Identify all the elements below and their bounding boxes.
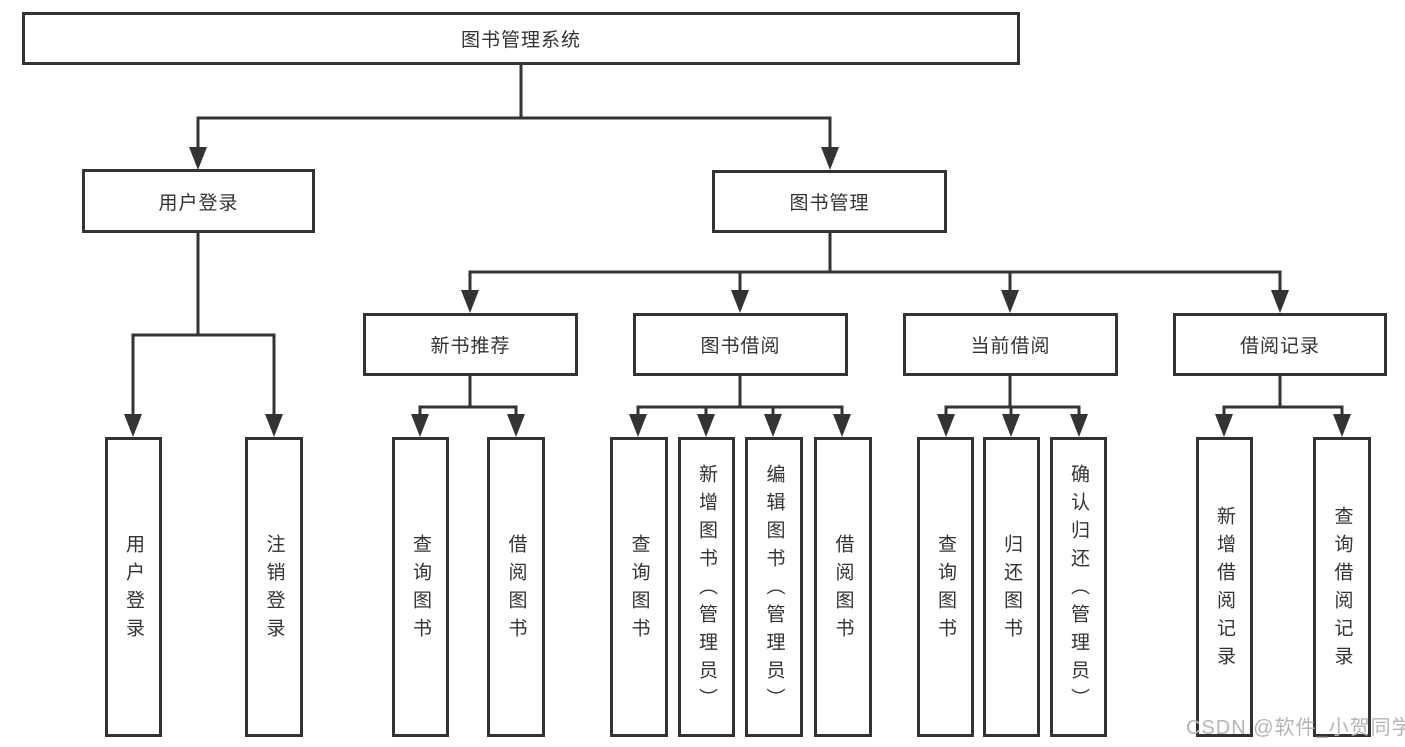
leaf-edit-book-admin: 编辑图书（管理员） bbox=[745, 437, 803, 737]
csdn-watermark: CSDN @软件_小贺同学 bbox=[1186, 717, 1405, 739]
leaf-logout: 注销登录 bbox=[245, 437, 303, 737]
leaf-confirm-return-admin: 确认归还（管理员） bbox=[1050, 437, 1107, 737]
leaf-query-book-current: 查询图书 bbox=[917, 437, 974, 737]
node-user-login: 用户登录 bbox=[82, 169, 315, 233]
leaf-add-book-admin: 新增图书（管理员） bbox=[678, 437, 735, 737]
node-library-management-system: 图书管理系统 bbox=[22, 12, 1020, 65]
node-current-borrow: 当前借阅 bbox=[903, 313, 1118, 376]
leaf-query-book-recommend: 查询图书 bbox=[392, 437, 449, 737]
leaf-add-borrow-record: 新增借阅记录 bbox=[1196, 437, 1253, 737]
node-book-borrow: 图书借阅 bbox=[633, 313, 848, 376]
leaf-user-login: 用户登录 bbox=[105, 437, 162, 737]
leaf-query-book-borrow: 查询图书 bbox=[610, 437, 668, 737]
leaf-query-borrow-record: 查询借阅记录 bbox=[1313, 437, 1371, 737]
node-new-book-recommend: 新书推荐 bbox=[363, 313, 578, 376]
leaf-borrow-book: 借阅图书 bbox=[814, 437, 872, 737]
leaf-borrow-book-recommend: 借阅图书 bbox=[487, 437, 545, 737]
leaf-return-book: 归还图书 bbox=[983, 437, 1040, 737]
node-book-management: 图书管理 bbox=[712, 170, 947, 233]
node-borrow-records: 借阅记录 bbox=[1173, 313, 1387, 376]
